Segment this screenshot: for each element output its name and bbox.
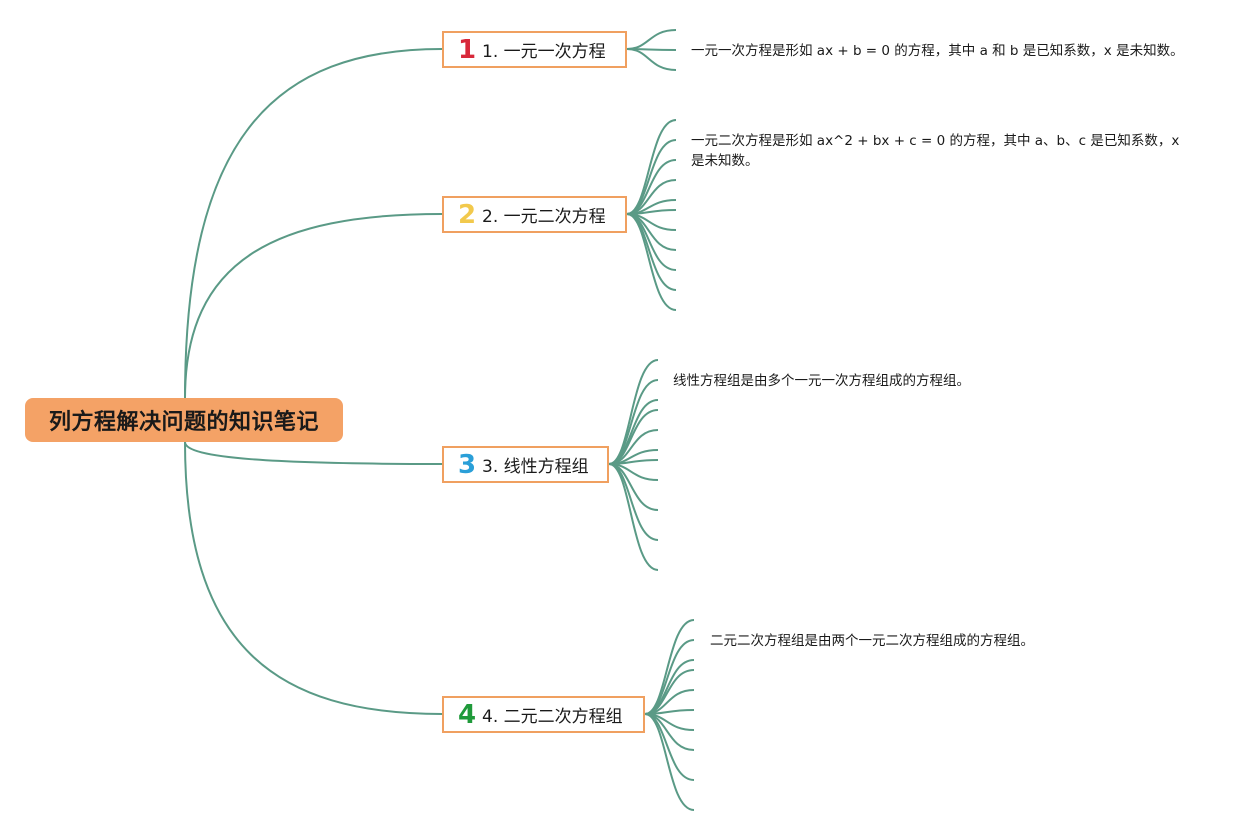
root-title: 列方程解决问题的知识笔记 [48,410,319,435]
root-branch-connector-2 [184,213,443,399]
leaf-connector-2-10 [626,213,677,291]
leaf-connector-4-2 [644,639,695,715]
topic-label: 4. 二元二次方程组 [482,707,623,727]
note-quadratic-equation-one-variable[interactable]: 一元二次方程是形如 ax^2 + bx + c = 0 的方程，其中 a、b、c… [691,133,1180,169]
leaf-connector-1-1 [626,29,677,50]
note-quadratic-system-two-variables[interactable]: 二元二次方程组是由两个一元二次方程组成的方程组。 [710,633,1034,649]
number-2-icon: 2 [458,199,477,230]
note-linear-system[interactable]: 线性方程组是由多个一元一次方程组成的方程组。 [673,373,970,389]
leaf-connector-3-11 [608,463,659,571]
leaf-connector-2-11 [626,213,677,311]
topic-label: 3. 线性方程组 [482,457,589,477]
number-3-icon: 3 [458,449,477,480]
topic-linear-equation-one-variable[interactable]: 1 1. 一元一次方程 [442,31,627,68]
leaf-connector-3-9 [608,463,659,511]
topic-quadratic-system-two-variables[interactable]: 4 4. 二元二次方程组 [442,696,645,733]
leaf-connector-4-4 [644,669,695,715]
number-1-icon: 1 [458,34,477,65]
leaf-connector-1-3 [626,48,677,71]
note-linear-equation-one-variable[interactable]: 一元一次方程是形如 ax + b = 0 的方程，其中 a 和 b 是已知系数，… [691,43,1184,59]
root-topic[interactable]: 列方程解决问题的知识笔记 [25,398,343,442]
topic-label: 1. 一元一次方程 [482,42,606,62]
number-4-icon: 4 [458,699,477,730]
leaf-connector-4-10 [644,713,695,811]
topic-quadratic-equation-one-variable[interactable]: 2 2. 一元二次方程 [442,196,627,233]
root-branch-connector-3 [184,441,443,465]
root-branch-connector-1 [184,48,443,399]
root-branch-connector-4 [184,441,443,715]
topic-label: 2. 一元二次方程 [482,207,606,227]
leaf-connector-2-2 [626,139,677,215]
topic-linear-system[interactable]: 3 3. 线性方程组 [442,446,609,483]
